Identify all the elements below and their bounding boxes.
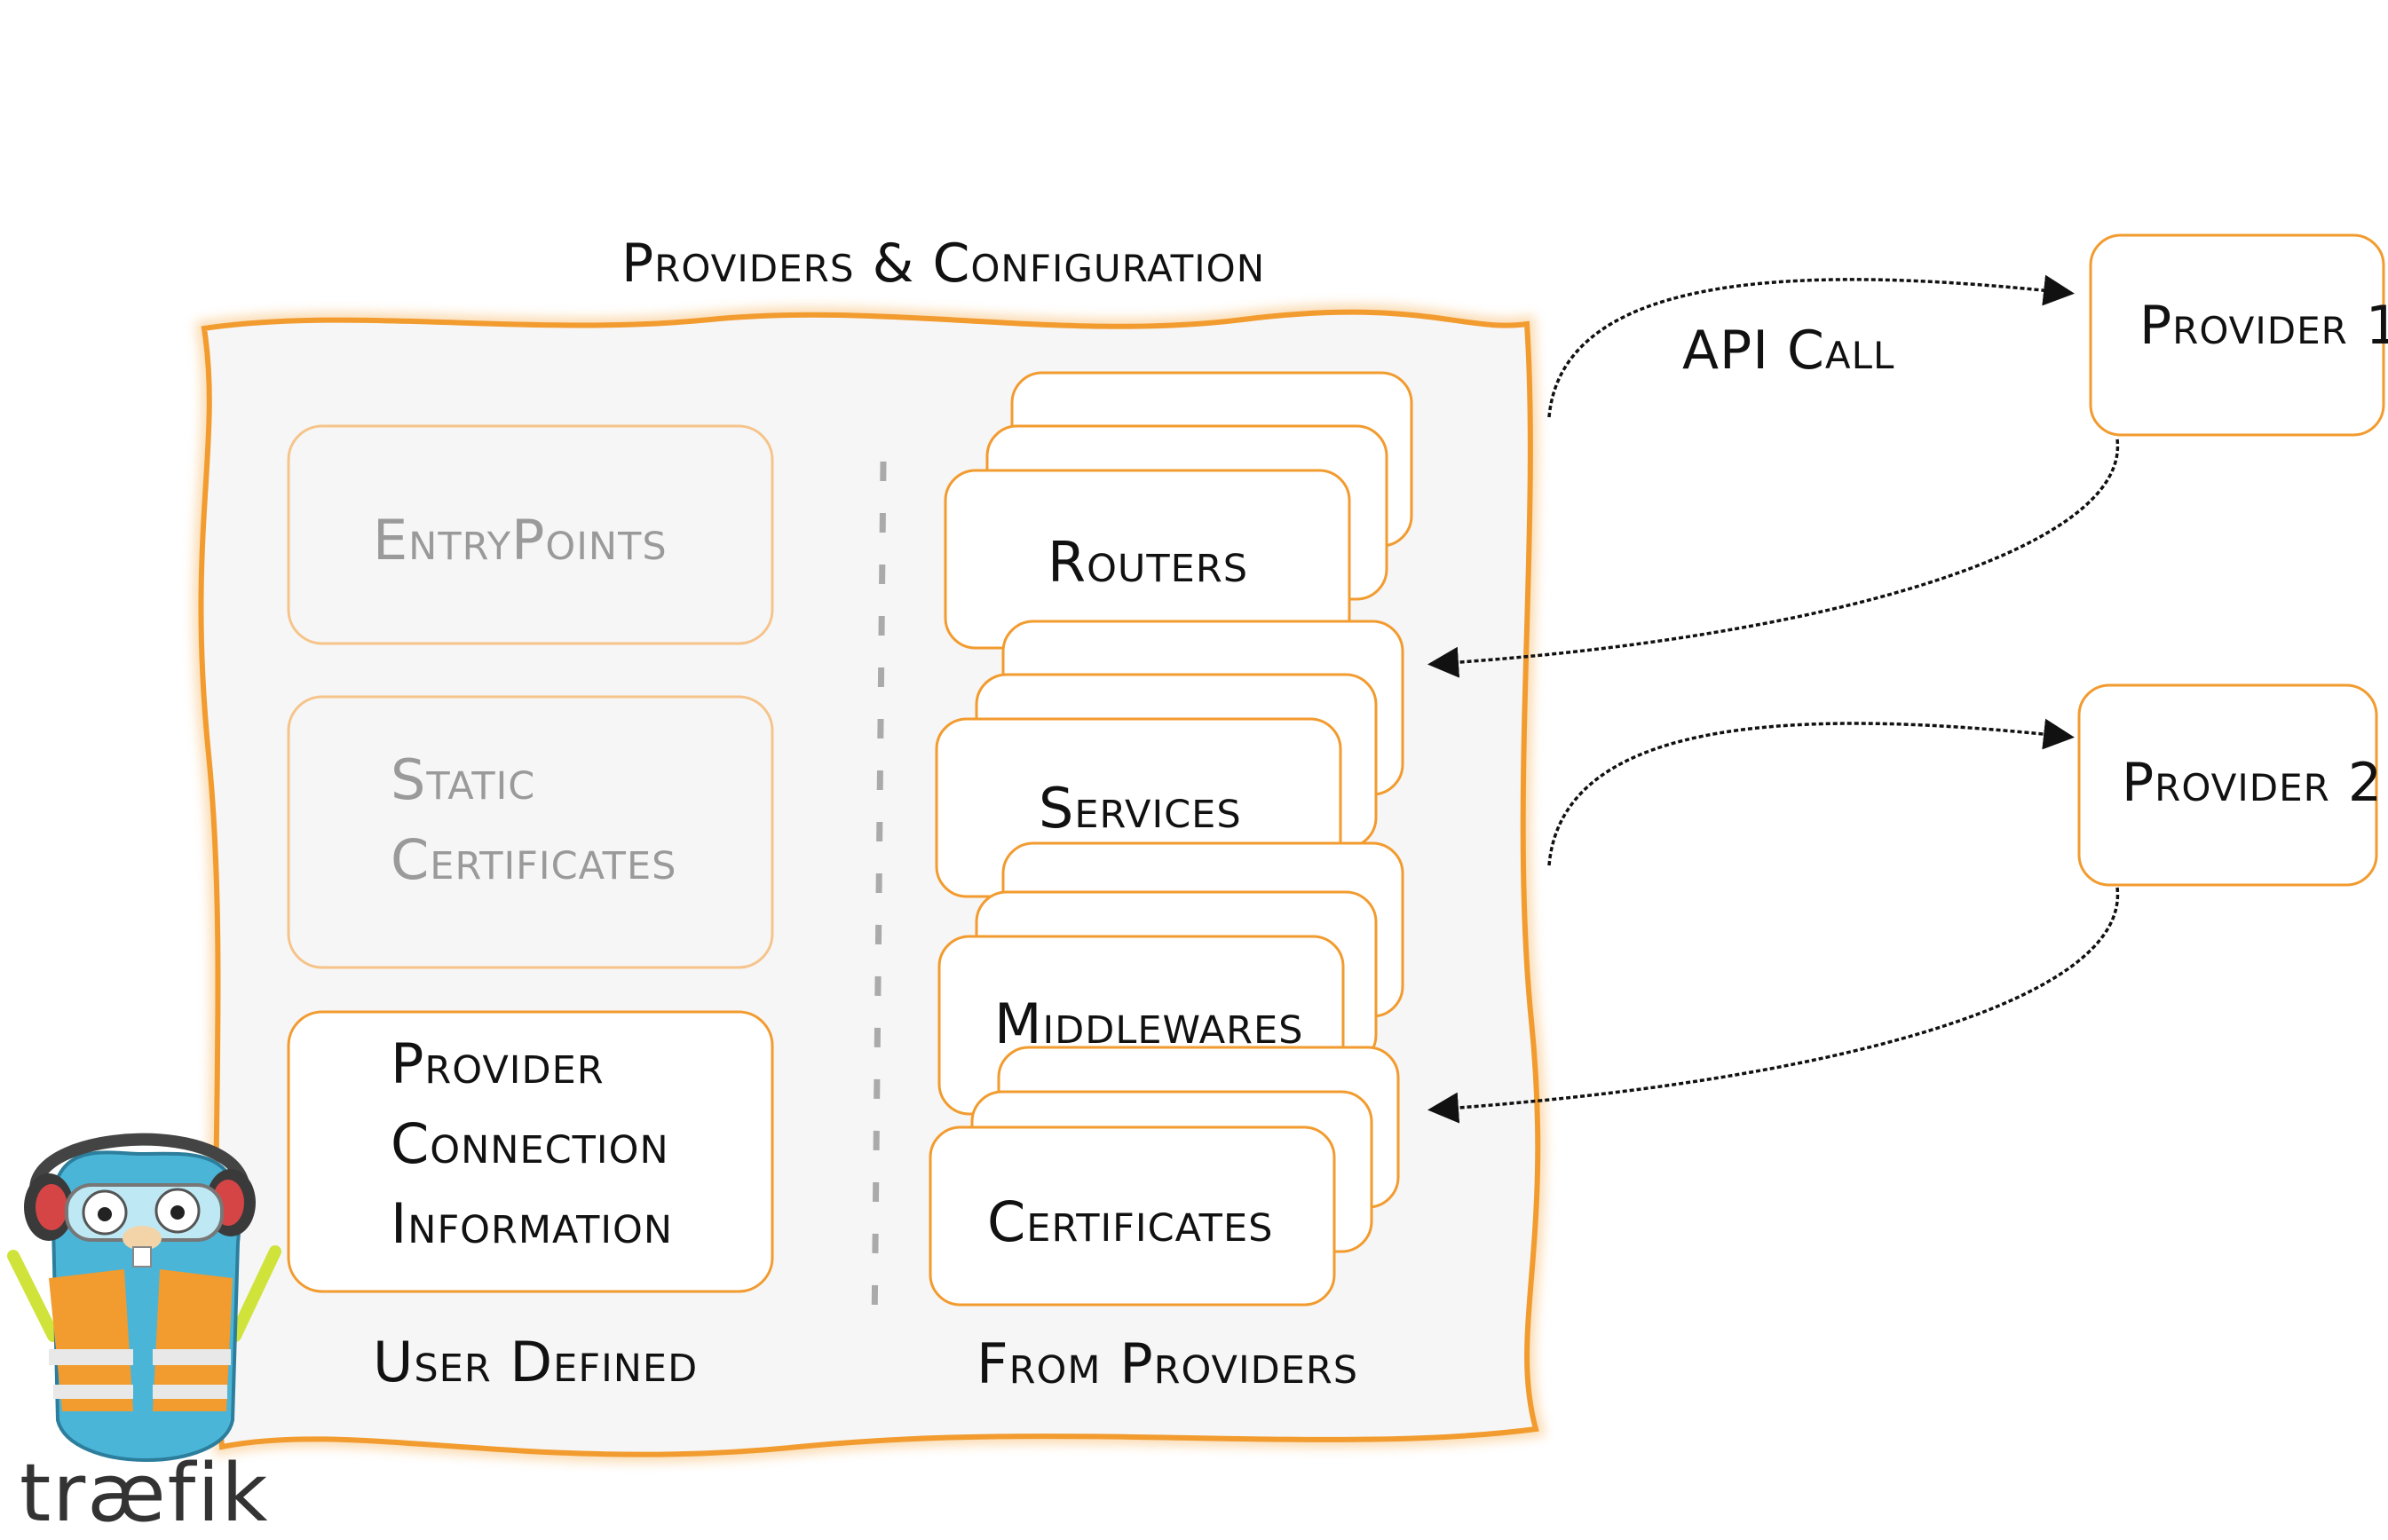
diagram-title: Providers & Configuration (621, 233, 1266, 295)
provider-boxes (2077, 233, 2385, 887)
provider-connection-label-line-1: Provider (391, 1031, 605, 1096)
entrypoints-box (287, 424, 774, 645)
static-certificates-label-line-1: Static (391, 747, 536, 812)
static-certificates-box (287, 695, 774, 969)
services-label: Services (1039, 776, 1242, 841)
connector-arrows (1427, 274, 2120, 1124)
provider-connection-box (287, 1010, 774, 1293)
column-divider (871, 461, 887, 1332)
api-call-label: API Call (1682, 320, 1895, 382)
certificates-stack (929, 1046, 1400, 1307)
config-return-arrow-2 (1427, 887, 2120, 1124)
provider-connection-label-line-3: Information (391, 1191, 674, 1256)
api-call-arrow-2 (1547, 718, 2075, 866)
user-defined-caption: User Defined (373, 1330, 699, 1394)
left-column (287, 424, 774, 1293)
provider-connection-label-line-2: Connection (391, 1111, 669, 1176)
certificates-label: Certificates (987, 1189, 1274, 1254)
entrypoints-label: EntryPoints (373, 508, 668, 573)
from-providers-caption: From Providers (977, 1331, 1359, 1396)
right-column (929, 371, 1413, 1307)
static-certificates-label-line-2: Certificates (391, 827, 677, 892)
routers-label: Routers (1048, 530, 1249, 595)
middlewares-label: Middlewares (994, 991, 1304, 1056)
traefik-wordmark: træfik (20, 1447, 270, 1540)
traefik-mascot-illustration (7, 1133, 281, 1462)
api-call-arrow-1 (1547, 274, 2075, 418)
provider-2-label: Provider 2 (2122, 752, 2384, 814)
provider-1-box (2089, 233, 2385, 437)
routers-stack (944, 371, 1413, 650)
provider-2-box (2077, 683, 2378, 887)
provider-1-label: Provider 1 (2139, 295, 2388, 357)
config-return-arrow-1 (1427, 438, 2120, 678)
